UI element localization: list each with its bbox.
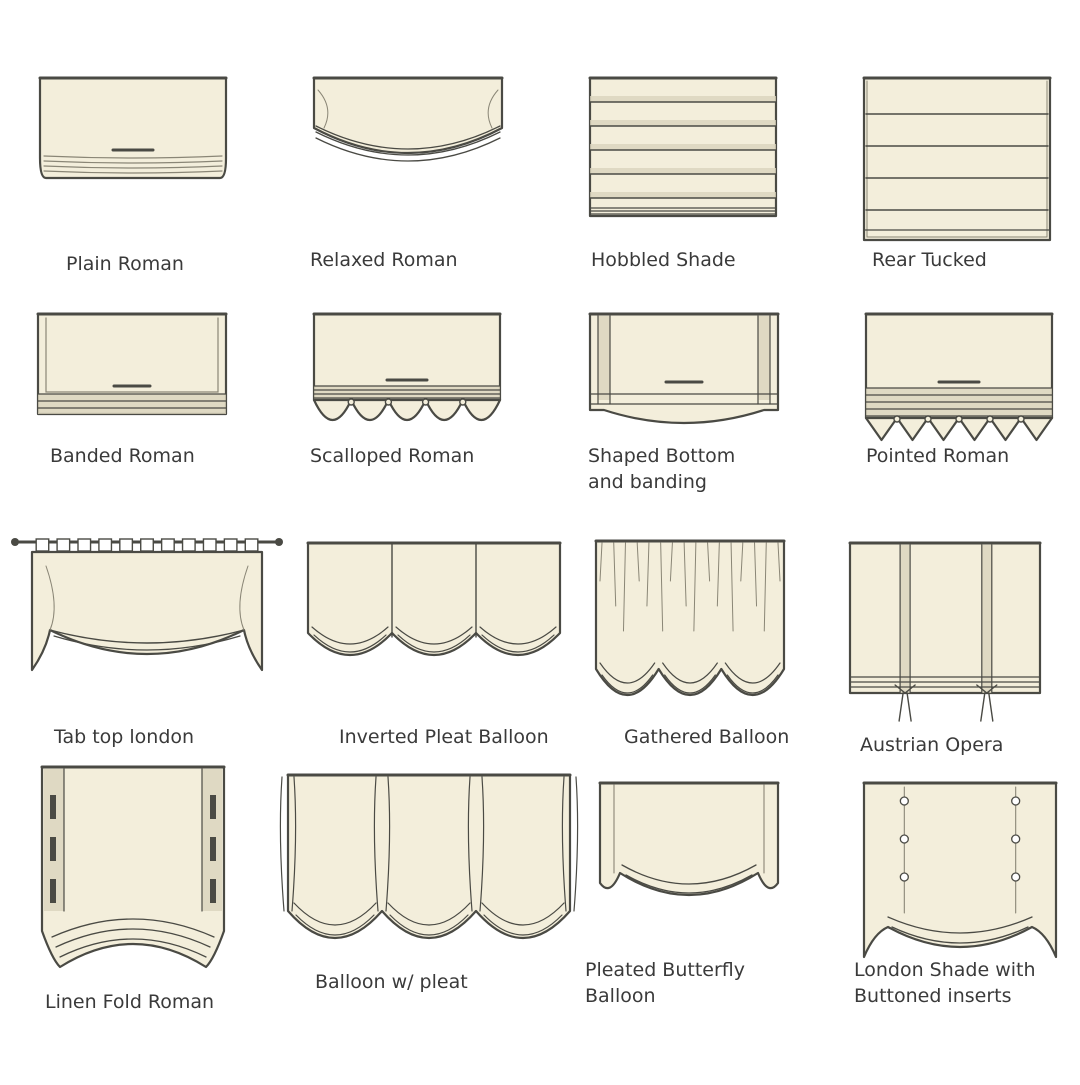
label-pointed-roman: Pointed Roman: [866, 445, 1010, 467]
label-pleated-butterfly: Pleated Butterfly: [585, 959, 745, 981]
illustration-austrian-opera: [848, 541, 1042, 722]
label-shaped-bottom: Shaped Bottom: [588, 445, 736, 467]
label-inverted-pleat-balloon: Inverted Pleat Balloon: [339, 726, 549, 748]
label-london-shade-line2: Buttoned inserts: [854, 985, 1012, 1007]
label-austrian-opera: Austrian Opera: [860, 734, 1004, 756]
label-pleated-butterfly-line2: Balloon: [585, 985, 656, 1007]
illustration-london-shade-buttoned: [862, 781, 1058, 959]
label-relaxed-roman: Relaxed Roman: [310, 249, 458, 271]
label-tab-top-london: Tab top london: [54, 726, 195, 748]
illustration-balloon-w-pleat: [279, 773, 579, 940]
illustration-hobbled-shade: [588, 76, 778, 218]
label-gathered-balloon: Gathered Balloon: [624, 726, 790, 748]
label-hobbled-shade: Hobbled Shade: [591, 249, 736, 271]
illustration-plain-roman: [38, 76, 228, 180]
illustration-inverted-pleat-balloon: [306, 541, 562, 656]
label-scalloped-roman: Scalloped Roman: [310, 445, 475, 467]
label-balloon-w-pleat: Balloon w/ pleat: [315, 971, 468, 993]
illustration-tab-top-london: [11, 538, 283, 672]
label-plain-roman: Plain Roman: [66, 253, 184, 275]
illustration-relaxed-roman: [312, 76, 504, 162]
illustration-scalloped-roman: [312, 312, 502, 421]
illustration-banded-roman: [36, 312, 228, 416]
label-linen-fold-roman: Linen Fold Roman: [45, 991, 215, 1013]
label-shaped-bottom-line2: and banding: [588, 471, 707, 493]
illustration-shaped-bottom: [588, 312, 780, 425]
label-banded-roman: Banded Roman: [50, 445, 195, 467]
label-london-shade: London Shade with: [854, 959, 1036, 981]
label-rear-tucked: Rear Tucked: [872, 249, 987, 271]
illustration-linen-fold-roman: [40, 765, 226, 969]
illustration-rear-tucked: [862, 76, 1052, 242]
illustration-pointed-roman: [864, 312, 1054, 442]
illustration-gathered-balloon: [594, 539, 786, 696]
illustration-pleated-butterfly-balloon: [598, 781, 780, 896]
